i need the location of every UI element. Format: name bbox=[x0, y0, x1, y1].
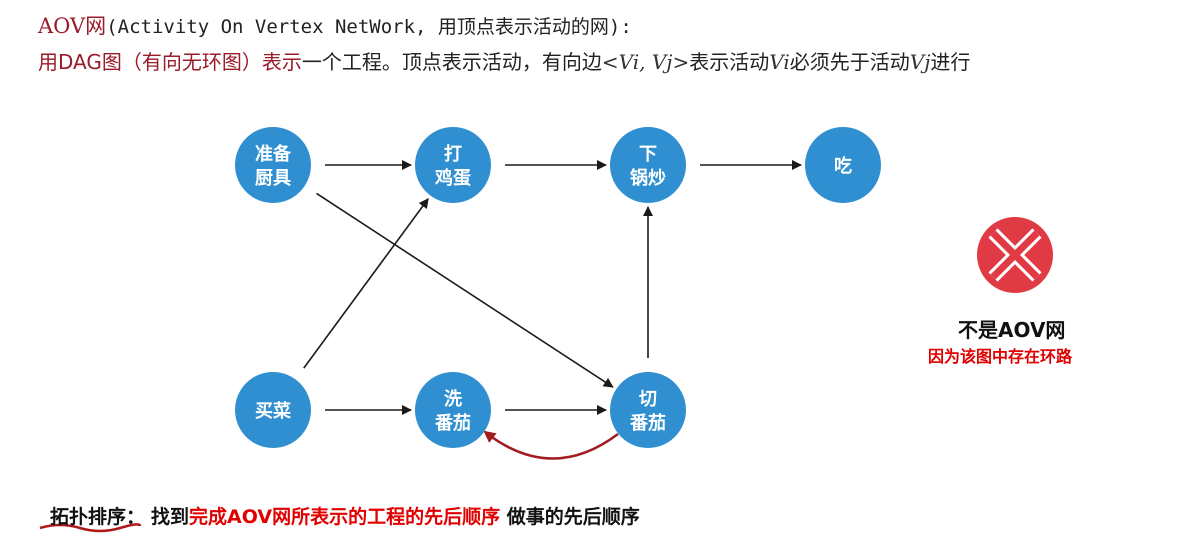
node-cut: 切番茄 bbox=[610, 372, 686, 448]
definition-line-1: AOV网(Activity On Vertex NetWork, 用顶点表示活动… bbox=[38, 10, 632, 40]
node-circle bbox=[235, 127, 311, 203]
node-circle bbox=[235, 372, 311, 448]
verdict-title: 不是AOV网 bbox=[958, 318, 1066, 342]
footer-find: 找到 bbox=[151, 506, 190, 528]
node-wash: 洗番茄 bbox=[415, 372, 491, 448]
node-label: 洗 bbox=[444, 388, 462, 410]
node-circle bbox=[805, 127, 881, 203]
vi-label: Vi bbox=[769, 50, 790, 74]
node-wok: 下锅炒 bbox=[610, 127, 686, 203]
line2-after-edge: 表示活动 bbox=[689, 50, 770, 74]
node-eat: 吃 bbox=[805, 127, 881, 203]
definition-line-2: 用DAG图（有向无环图）表示一个工程。顶点表示活动，有向边<Vi, Vj>表示活… bbox=[38, 46, 970, 75]
footer-line: 拓扑排序：找到完成AOV网所表示的工程的先后顺序 做事的先后顺序 bbox=[50, 502, 640, 529]
vj-label: Vj bbox=[909, 50, 931, 74]
node-label: 吃 bbox=[834, 155, 852, 177]
edge-buy-egg bbox=[303, 198, 429, 369]
underline-squiggle bbox=[39, 523, 142, 533]
edge-notation: <Vi, Vj> bbox=[601, 50, 690, 74]
node-buy: 买菜 bbox=[235, 372, 311, 448]
node-label: 厨具 bbox=[255, 168, 291, 189]
verdict-reason: 因为该图中存在环路 bbox=[928, 347, 1073, 366]
aov-term: AOV网 bbox=[38, 14, 107, 38]
node-circle bbox=[415, 372, 491, 448]
node-egg: 打鸡蛋 bbox=[415, 127, 491, 203]
footer-highlight: 完成AOV网所表示的工程的先后顺序 bbox=[189, 506, 501, 528]
must-before: 必须先于活动 bbox=[789, 50, 910, 74]
node-label: 番茄 bbox=[434, 412, 471, 434]
node-label: 买菜 bbox=[255, 401, 291, 422]
cross-icon-x-inner bbox=[990, 230, 1040, 280]
aov-definition: (Activity On Vertex NetWork, 用顶点表示活动的网): bbox=[106, 16, 632, 38]
edge-cut-wash-cycle bbox=[483, 430, 619, 460]
footer-colon: ： bbox=[126, 506, 146, 528]
edges-layer bbox=[303, 160, 802, 460]
node-label: 番茄 bbox=[629, 412, 666, 434]
line2-middle: 一个工程。顶点表示活动，有向边 bbox=[301, 50, 602, 74]
node-label: 锅炒 bbox=[630, 167, 666, 189]
node-circle bbox=[415, 127, 491, 203]
proceed: 进行 bbox=[930, 50, 971, 74]
dag-prefix: 用DAG图（有向无环图）表示 bbox=[38, 50, 302, 74]
edge-prep-cut bbox=[316, 192, 614, 388]
node-label: 下 bbox=[639, 144, 657, 165]
node-label: 鸡蛋 bbox=[434, 167, 471, 189]
cross-icon bbox=[977, 217, 1053, 293]
node-label: 准备 bbox=[255, 143, 292, 165]
footer-tail: 做事的先后顺序 bbox=[506, 506, 640, 528]
node-circle bbox=[610, 127, 686, 203]
topo-sort-term: 拓扑排序 bbox=[50, 506, 127, 528]
node-label: 打 bbox=[444, 143, 462, 165]
node-circle bbox=[610, 372, 686, 448]
node-label: 切 bbox=[639, 389, 657, 410]
